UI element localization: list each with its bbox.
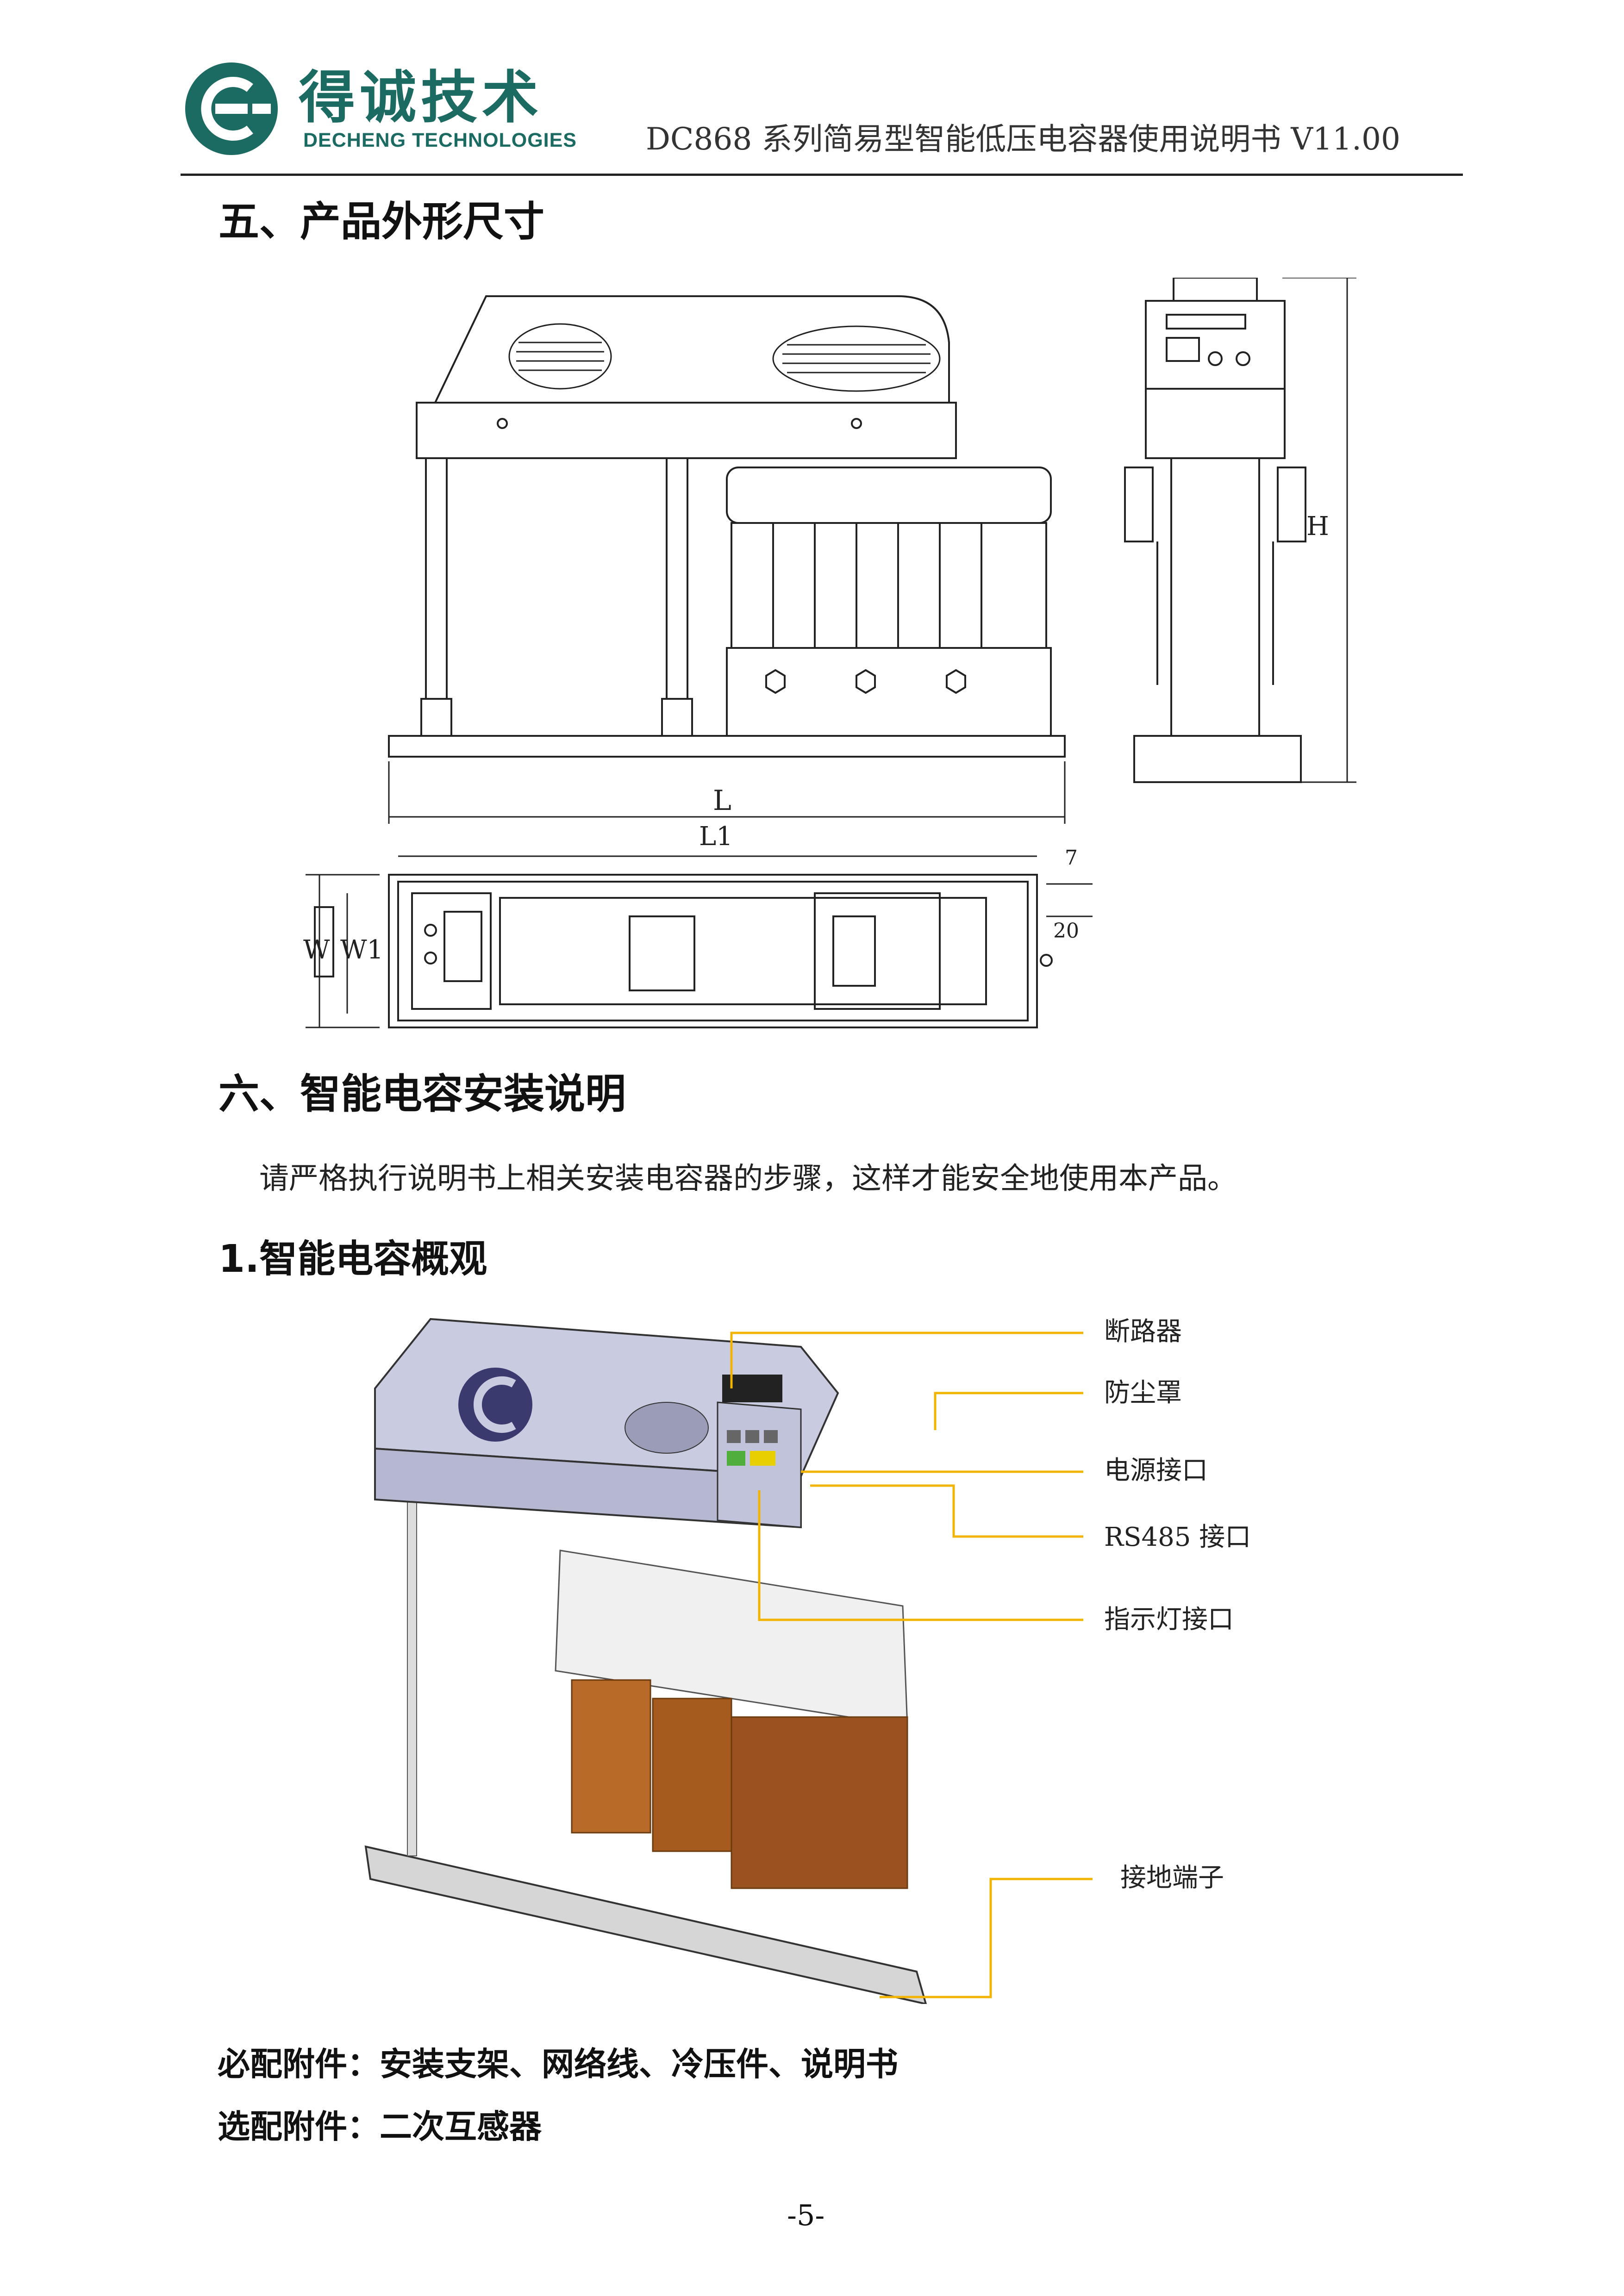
vent-right-icon: [772, 325, 941, 392]
dim-label-7: 7: [1065, 846, 1078, 870]
callout-leader-lines: [730, 1332, 1093, 1998]
header-divider: [181, 174, 1463, 176]
subsection-heading: 1.智能电容概观: [219, 1237, 487, 1281]
product-overview-illustration: [364, 1318, 927, 2004]
dim-label-W1: W1: [340, 935, 384, 965]
vent-left-icon: [508, 323, 612, 390]
callout-breaker: 断路器: [1104, 1317, 1182, 1347]
dim-label-20: 20: [1053, 919, 1079, 943]
callout-dust-cover: 防尘罩: [1104, 1378, 1182, 1408]
section6-heading: 六、智能电容安装说明: [219, 1070, 626, 1118]
dim-label-W: W: [303, 935, 330, 965]
optional-accessories: 选配附件：二次互感器: [218, 2108, 542, 2146]
logo-chinese-name: 得诚技术: [299, 65, 543, 131]
callout-indicator-port: 指示灯接口: [1104, 1605, 1234, 1635]
page-number: -5-: [787, 2198, 825, 2232]
section6-intro: 请严格执行说明书上相关安装电容器的步骤，这样才能安全地使用本产品。: [259, 1162, 1237, 1196]
dim-label-H: H: [1306, 511, 1329, 541]
front-view-drawing: [388, 295, 1066, 824]
decheng-logo-icon: [185, 62, 278, 155]
callout-power-port: 电源接口: [1104, 1456, 1208, 1486]
top-view-drawing: [306, 855, 1093, 1028]
document-title: DC868 系列简易型智能低压电容器使用说明书 V11.00: [646, 121, 1400, 157]
callout-rs485-port: RS485 接口: [1104, 1522, 1251, 1552]
logo-english-name: DECHENG TECHNOLOGIES: [303, 129, 577, 151]
dim-label-L1: L1: [699, 821, 733, 852]
section5-heading: 五、产品外形尺寸: [219, 198, 545, 245]
required-accessories: 必配附件：安装支架、网络线、冷压件、说明书: [218, 2045, 898, 2083]
dim-label-L: L: [713, 784, 731, 817]
callout-ground-terminal: 接地端子: [1120, 1863, 1224, 1893]
side-view-drawing: [1124, 278, 1356, 783]
